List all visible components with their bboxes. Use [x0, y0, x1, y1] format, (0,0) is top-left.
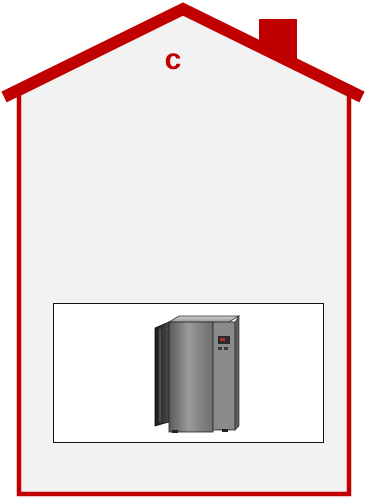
- cabinet-right-edge: [235, 316, 239, 430]
- cabinet-button: [218, 347, 222, 350]
- cabinet-front: [169, 322, 213, 432]
- house-label: c: [150, 40, 196, 80]
- cabinet-top: [169, 316, 239, 322]
- server-cabinet-icon: [152, 314, 242, 434]
- cabinet-side: [155, 322, 169, 426]
- cabinet-foot: [222, 429, 228, 432]
- cabinet-indicator: [220, 338, 225, 341]
- cabinet-foot: [172, 430, 178, 433]
- cabinet-button: [224, 347, 228, 350]
